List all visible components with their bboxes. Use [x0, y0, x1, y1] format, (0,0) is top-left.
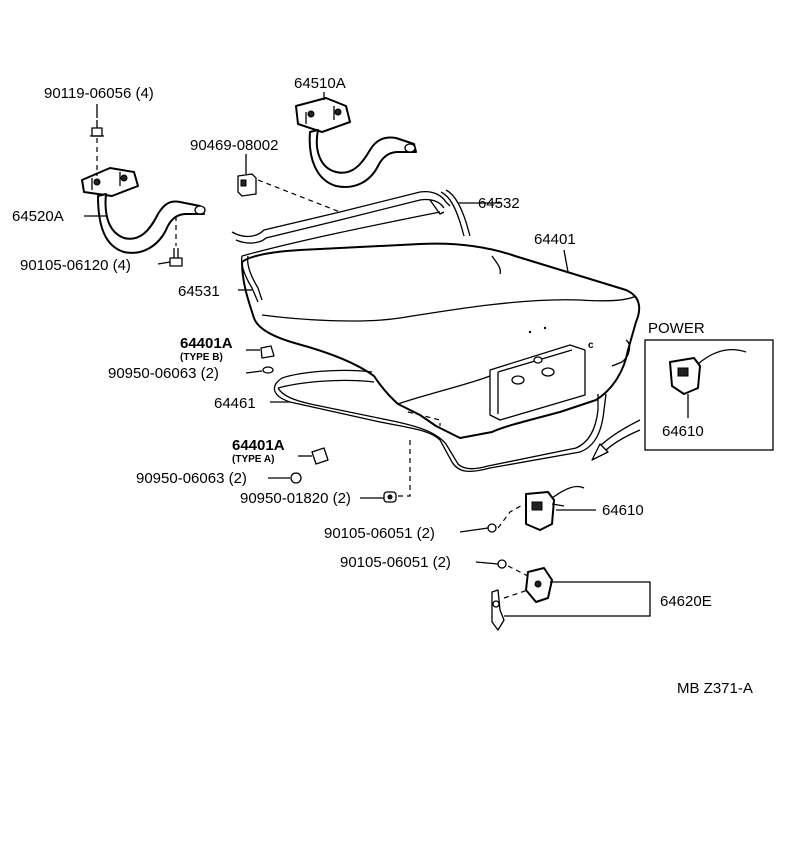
label-cushion-a-type: (TYPE A) [232, 454, 274, 465]
bolt-hinge-icon [169, 216, 183, 267]
hinge-left [81, 167, 206, 254]
cushion-type-a-icon [290, 447, 329, 484]
svg-text:c: c [588, 340, 594, 351]
label-clip-top: 90469-08002 [190, 137, 278, 154]
label-striker: 64620E [660, 593, 712, 610]
label-cushion-a: 64401A [232, 437, 285, 454]
striker-assembly [491, 559, 553, 631]
label-grommet: 90950-01820 (2) [240, 490, 351, 507]
label-power: POWER [648, 320, 705, 337]
power-lock-inset [644, 339, 774, 451]
hinge-right [295, 97, 417, 188]
grommet-icon [383, 491, 397, 503]
label-torsion-bar-right: 64532 [478, 195, 520, 212]
cushion-type-b-icon [260, 345, 275, 374]
lock-assembly [487, 485, 585, 533]
bolt-top-icon [90, 120, 104, 176]
label-bolt-striker: 90105-06051 (2) [340, 554, 451, 571]
arrow-icon [591, 419, 641, 461]
label-washer-a: 90950-06063 (2) [136, 470, 247, 487]
label-torsion-bar-left: 64531 [178, 283, 220, 300]
label-footer-code: MB Z371-A [677, 680, 753, 697]
torsion-bars [231, 189, 471, 303]
label-weatherstrip: 64461 [214, 395, 256, 412]
weatherstrip [273, 339, 631, 473]
label-power-lock: 64610 [662, 423, 704, 440]
label-bolt-top: 90119-06056 (4) [44, 85, 154, 102]
label-bolt-hinge: 90105-06120 (4) [20, 257, 131, 274]
label-lock: 64610 [602, 502, 644, 519]
leader-lines [84, 92, 689, 617]
label-washer-b: 90950-06063 (2) [108, 365, 219, 382]
luggage-lid: c [241, 242, 641, 439]
label-cushion-b-type: (TYPE B) [180, 352, 223, 363]
label-bolt-lock: 90105-06051 (2) [324, 525, 435, 542]
clip-icon [237, 173, 341, 213]
label-luggage-lid: 64401 [534, 231, 576, 248]
label-hinge-left: 64520A [12, 208, 64, 225]
label-cushion-b: 64401A [180, 335, 233, 352]
label-hinge-right: 64510A [294, 75, 346, 92]
